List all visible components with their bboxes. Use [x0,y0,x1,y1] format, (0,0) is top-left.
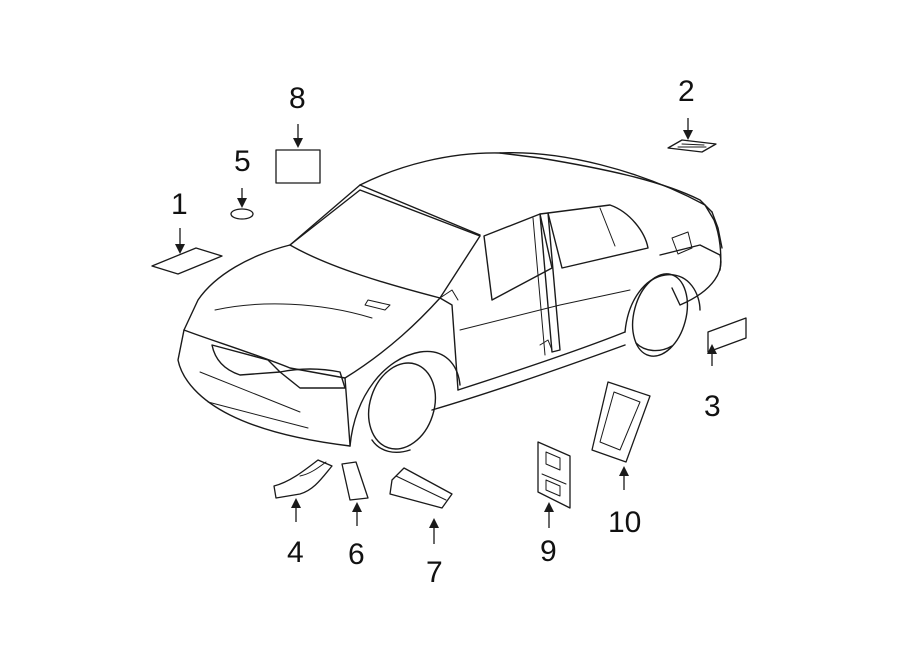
callout-2: 2 [678,75,695,108]
callout-4: 4 [287,536,304,569]
callout-8: 8 [289,82,306,115]
callout-3: 3 [704,390,721,423]
part-1-label [151,247,223,275]
part-9-label [537,441,571,509]
callout-5: 5 [234,145,251,178]
callout-6: 6 [348,538,365,571]
part-7-label [389,467,453,509]
part-4-label [273,459,333,499]
callout-1: 1 [171,188,188,221]
callout-9: 9 [540,535,557,568]
part-10-label [591,381,651,463]
leader-arrows [175,118,717,544]
part-2-label [667,139,717,153]
part-8-label [275,149,321,184]
callout-10: 10 [608,506,641,539]
part-3-label [707,317,747,353]
part-5-label [230,208,254,220]
part-6-label [341,461,369,501]
callout-7: 7 [426,556,443,589]
car-illustration [177,152,723,453]
